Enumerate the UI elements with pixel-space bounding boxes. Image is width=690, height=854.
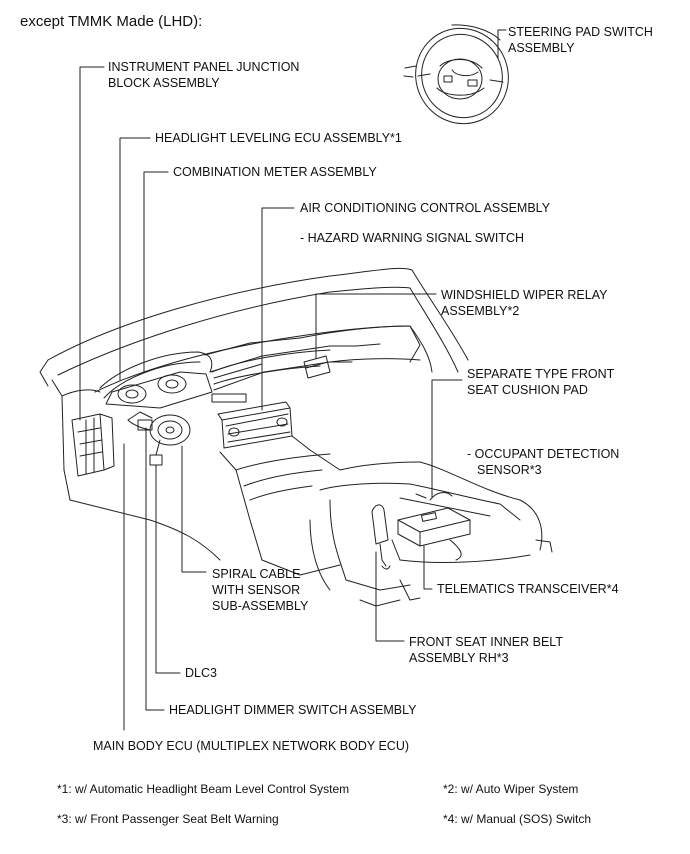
label-occupant-detection-sensor: - OCCUPANT DETECTION SENSOR*3 — [467, 447, 620, 477]
footnote-2: *2: w/ Auto Wiper System — [443, 782, 579, 796]
label-separate-type-seat-cushion-pad: SEPARATE TYPE FRONT SEAT CUSHION PAD — [467, 367, 615, 397]
label-dlc3: DLC3 — [185, 666, 217, 680]
label-telematics-transceiver: TELEMATICS TRANSCEIVER*4 — [437, 582, 619, 596]
label-combination-meter: COMBINATION METER ASSEMBLY — [173, 165, 377, 179]
label-spiral-cable: SPIRAL CABLE WITH SENSOR SUB-ASSEMBLY — [212, 567, 309, 613]
footnote-4: *4: w/ Manual (SOS) Switch — [443, 812, 592, 826]
label-headlight-leveling-ecu: HEADLIGHT LEVELING ECU ASSEMBLY*1 — [155, 131, 402, 145]
label-main-body-ecu: MAIN BODY ECU (MULTIPLEX NETWORK BODY EC… — [93, 739, 410, 753]
vehicle-interior-illustration — [39, 267, 553, 607]
label-hazard-warning-switch: - HAZARD WARNING SIGNAL SWITCH — [300, 231, 525, 245]
label-windshield-wiper-relay: WINDSHIELD WIPER RELAY ASSEMBLY*2 — [441, 288, 608, 318]
diagram-heading: except TMMK Made (LHD): — [20, 13, 203, 30]
label-instrument-panel-junction-block: INSTRUMENT PANEL JUNCTION BLOCK ASSEMBLY — [108, 60, 300, 90]
label-steering-pad-switch: STEERING PAD SWITCH ASSEMBLY — [508, 25, 653, 55]
steering-wheel-illustration — [403, 24, 509, 125]
footnote-3: *3: w/ Front Passenger Seat Belt Warning — [57, 812, 279, 826]
label-headlight-dimmer-switch: HEADLIGHT DIMMER SWITCH ASSEMBLY — [169, 703, 417, 717]
footnote-1: *1: w/ Automatic Headlight Beam Level Co… — [57, 782, 350, 796]
label-front-seat-inner-belt: FRONT SEAT INNER BELT ASSEMBLY RH*3 — [409, 635, 563, 665]
leader-lines — [79, 29, 507, 731]
label-air-conditioning-control: AIR CONDITIONING CONTROL ASSEMBLY — [300, 201, 551, 215]
